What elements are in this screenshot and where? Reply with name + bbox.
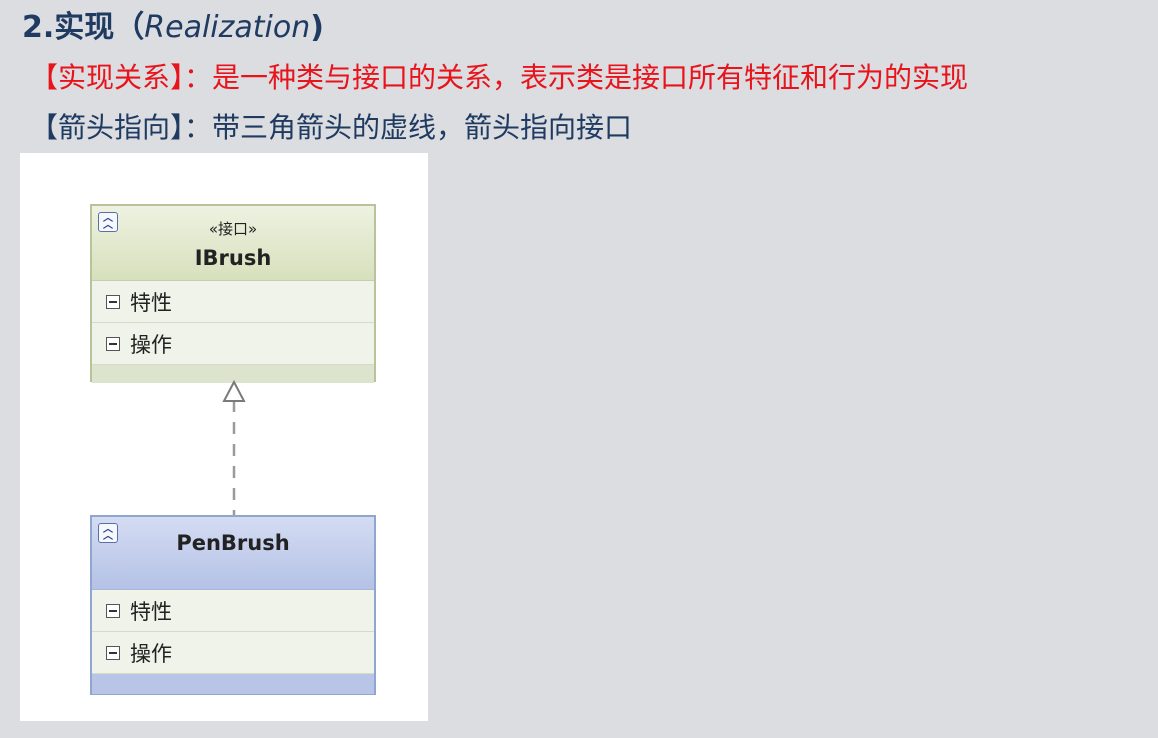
interface-header: ︿︿ «接口» IBrush	[92, 206, 374, 281]
compartment-label: 操作	[130, 641, 172, 666]
compartment-label: 特性	[130, 599, 172, 624]
interface-attributes-compartment[interactable]: 特性	[92, 281, 374, 323]
uml-diagram-panel: ︿︿ «接口» IBrush 特性 操作 ︿︿ PenBrush 特性	[20, 153, 428, 721]
interface-name: IBrush	[194, 246, 272, 270]
title-en: Realization	[144, 10, 311, 45]
collapse-icon[interactable]: ︿︿	[98, 523, 118, 543]
implementor-footer	[92, 674, 374, 694]
realization-connector	[222, 379, 246, 515]
title-zh: 实现（	[54, 10, 145, 45]
minus-icon[interactable]	[106, 603, 120, 618]
compartment-label: 特性	[130, 290, 172, 315]
relation-description: 【实现关系】：是一种类与接口的关系，表示类是接口所有特征和行为的实现	[30, 61, 969, 94]
implementor-class-box[interactable]: ︿︿ PenBrush 特性 操作	[90, 515, 376, 695]
interface-footer	[92, 365, 374, 383]
implementor-name: PenBrush	[176, 531, 290, 555]
implementor-attributes-compartment[interactable]: 特性	[92, 590, 374, 632]
title-close: )	[310, 10, 324, 45]
page-title: 2.实现（Realization)	[22, 6, 324, 50]
minus-icon[interactable]	[106, 645, 120, 660]
title-number: 2.	[22, 10, 55, 45]
compartment-label: 操作	[130, 332, 172, 357]
implementor-header: ︿︿ PenBrush	[92, 517, 374, 590]
interface-stereotype: «接口»	[208, 220, 258, 238]
arrow-description: 【箭头指向】：带三角箭头的虚线，箭头指向接口	[30, 111, 633, 144]
hollow-triangle-arrowhead	[222, 379, 246, 402]
collapse-icon[interactable]: ︿︿	[98, 212, 118, 232]
implementor-operations-compartment[interactable]: 操作	[92, 632, 374, 674]
interface-class-box[interactable]: ︿︿ «接口» IBrush 特性 操作	[90, 204, 376, 383]
interface-operations-compartment[interactable]: 操作	[92, 323, 374, 365]
minus-icon[interactable]	[106, 336, 120, 351]
minus-icon[interactable]	[106, 294, 120, 309]
